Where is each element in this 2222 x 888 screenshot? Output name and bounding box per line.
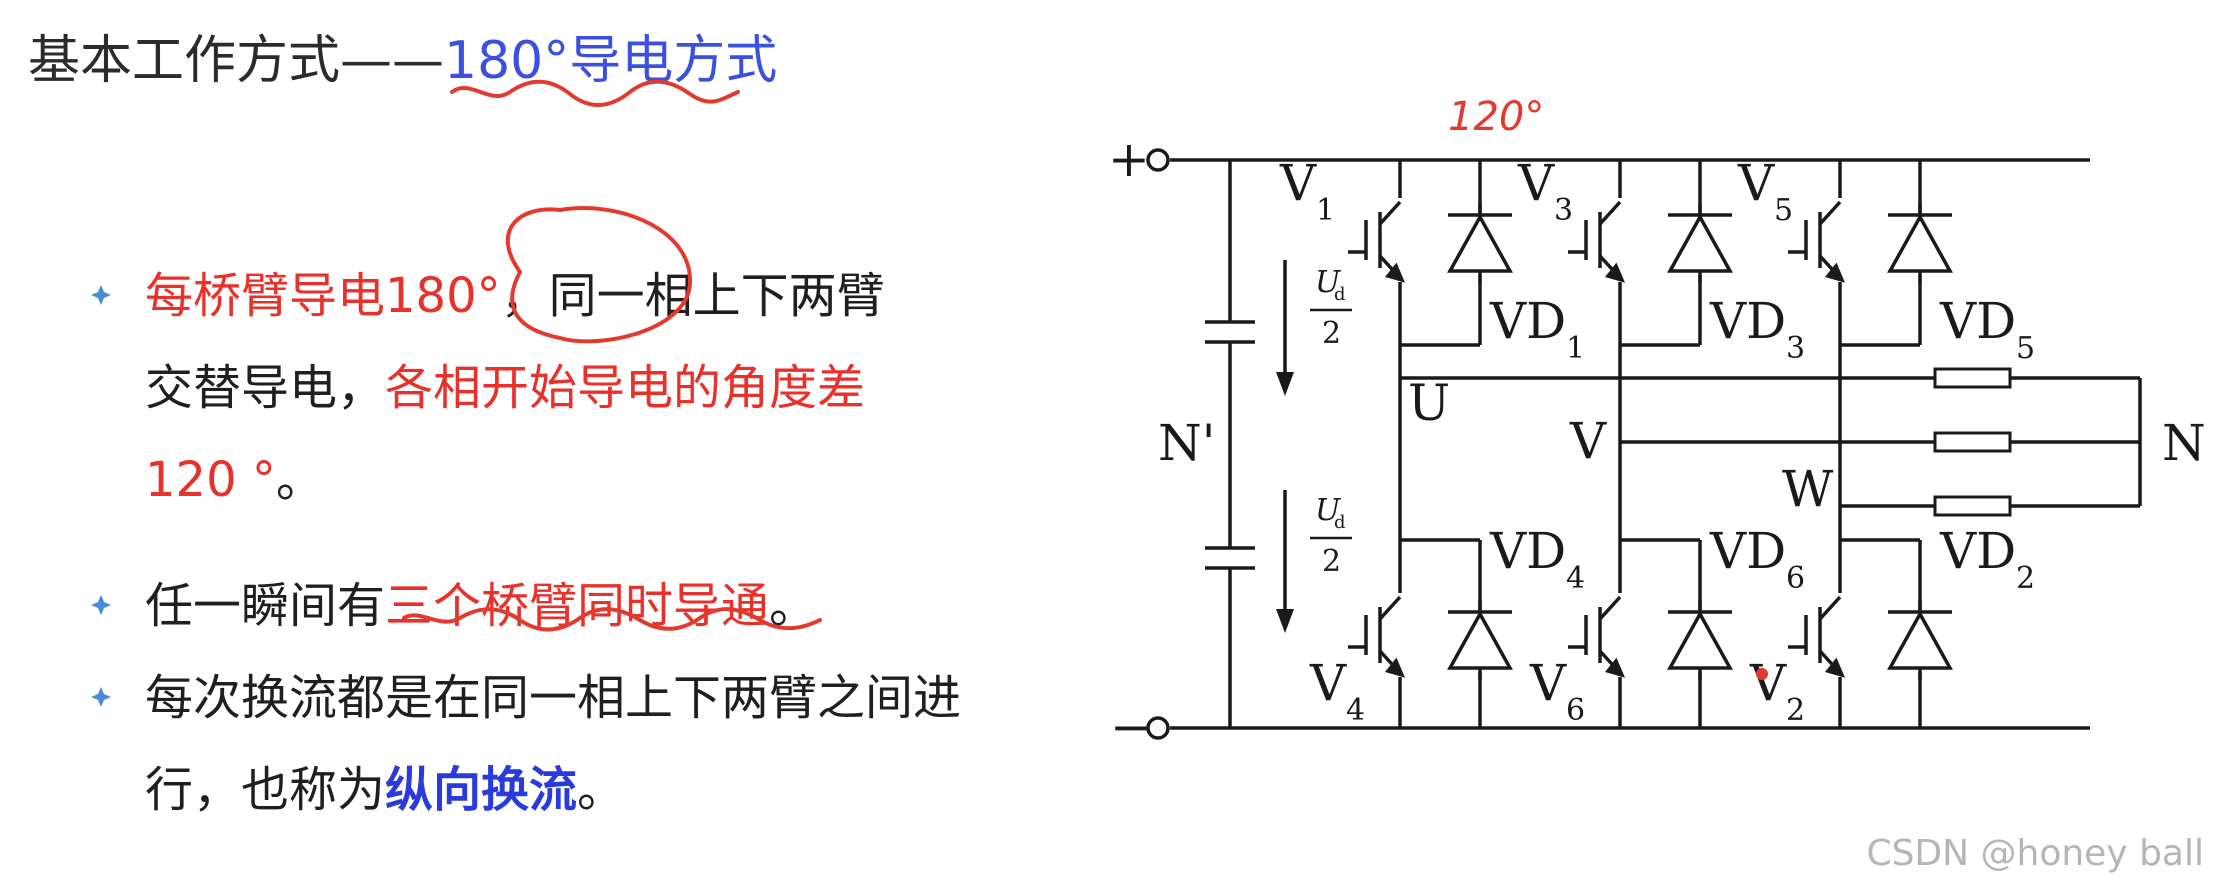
switch-subscript: 3	[1554, 193, 1573, 228]
bullet-item: 任一瞬间有三个桥臂同时导通。	[90, 560, 970, 652]
diode-labels: VD 1 VD 3 VD 5 VD 4 VD 6 VD 2	[1489, 292, 2035, 596]
load-resistor-v	[1933, 431, 2012, 453]
fraction-numerator: U	[1315, 265, 1342, 300]
diode-label: VD	[1489, 292, 1566, 350]
diode-subscript: 2	[2016, 561, 2035, 596]
diode-icon	[1666, 600, 1734, 680]
fraction-subscript: d	[1334, 512, 1346, 533]
fraction-numerator: U	[1315, 493, 1342, 528]
phase-u-label: U	[1408, 374, 1450, 432]
phase-w-label: W	[1782, 460, 1834, 518]
diode-subscript: 1	[1566, 331, 1585, 366]
igbt-switch-icon	[1788, 593, 1846, 678]
diode-icon	[1446, 600, 1514, 680]
fraction-denominator: 2	[1322, 544, 1341, 579]
bullet-text-segment: 纵向换流	[385, 762, 578, 818]
igbt-switch-icon	[1788, 198, 1846, 283]
arrow-down-icon	[1276, 609, 1294, 633]
igbt-switch-icon	[1348, 198, 1406, 283]
bullet-diamond-icon	[91, 285, 111, 305]
diode-label: VD	[1939, 522, 2016, 580]
positive-label: +	[1108, 130, 1150, 188]
igbt-switch-icon	[1568, 198, 1626, 283]
diode-subscript: 6	[1786, 561, 1805, 596]
half-voltage-upper: U d 2	[1310, 265, 1352, 351]
bullet-text-segment: 三个桥臂同时导通	[385, 578, 770, 634]
bullet-text-segment: 每次换流都是在同一相上下两臂之间进行，也称为	[145, 670, 962, 818]
diode-layer	[1446, 203, 1954, 680]
negative-terminal	[1146, 716, 1170, 740]
inverter-circuit-diagram: U d 2 U d 2 + − N' N U V W V 1 V 3 V 5 V…	[1108, 130, 2206, 756]
bullet-text-segment: 各相开始导电的角度差120 °	[145, 360, 866, 508]
switch-subscript: 1	[1316, 193, 1335, 228]
switch-layer	[1348, 198, 1846, 678]
title-emphasis: 180°导电方式	[444, 31, 778, 91]
bullet-text-segment: 每桥臂导电180°	[145, 268, 501, 324]
switch-label: V	[1737, 154, 1775, 212]
diode-icon	[1446, 203, 1514, 283]
switch-label: V	[1517, 154, 1555, 212]
bullet-diamond-icon	[91, 687, 111, 707]
switch-subscript: 6	[1566, 693, 1585, 728]
switch-label: V	[1309, 654, 1347, 712]
bullet-text-segment: 。	[769, 578, 818, 634]
diode-icon	[1666, 203, 1734, 283]
title-prefix: 基本工作方式——	[28, 31, 445, 91]
bullet-text-segment: 。	[577, 762, 626, 818]
igbt-switch-icon	[1348, 593, 1406, 678]
switch-labels: V 1 V 3 V 5 V 4 V 6 V 2	[1279, 154, 1805, 728]
switch-label: V	[1749, 654, 1787, 712]
neutral-label: N	[2162, 414, 2206, 472]
diode-label: VD	[1489, 522, 1566, 580]
fraction-subscript: d	[1334, 284, 1346, 305]
load-resistor-u	[1933, 367, 2012, 389]
diode-label: VD	[1709, 522, 1786, 580]
bullet-item: 每次换流都是在同一相上下两臂之间进行，也称为纵向换流。	[90, 652, 975, 836]
switch-label: V	[1529, 654, 1567, 712]
half-voltage-lower: U d 2	[1310, 493, 1352, 579]
switch-subscript: 2	[1786, 693, 1805, 728]
neutral-prime-label: N'	[1158, 414, 1216, 472]
diode-subscript: 5	[2016, 331, 2035, 366]
diode-icon	[1886, 203, 1954, 283]
watermark: CSDN @honey ball	[1866, 833, 2204, 874]
switch-subscript: 5	[1774, 193, 1793, 228]
arrow-down-icon	[1276, 372, 1294, 396]
load-resistor-w	[1933, 495, 2012, 517]
fraction-denominator: 2	[1322, 316, 1341, 351]
switch-label: V	[1279, 154, 1317, 212]
diode-subscript: 4	[1566, 561, 1585, 596]
bullet-text-segment: 任一瞬间有	[145, 578, 386, 634]
diode-label: VD	[1939, 292, 2016, 350]
diode-icon	[1886, 600, 1954, 680]
slide-title: 基本工作方式——180°导电方式	[28, 18, 777, 93]
bullet-list: 每桥臂导电180°，同一相上下两臂交替导电，各相开始导电的角度差120 °。 任…	[90, 250, 970, 836]
negative-label: −	[1110, 698, 1152, 756]
positive-terminal	[1146, 148, 1170, 172]
phase-v-label: V	[1569, 412, 1607, 470]
bullet-item: 每桥臂导电180°，同一相上下两臂交替导电，各相开始导电的角度差120 °。	[90, 250, 905, 526]
switch-subscript: 4	[1346, 693, 1365, 728]
diode-label: VD	[1709, 292, 1786, 350]
diode-subscript: 3	[1786, 331, 1805, 366]
igbt-switch-icon	[1568, 593, 1626, 678]
bullet-diamond-icon	[91, 595, 111, 615]
bullet-text-segment: 。	[275, 452, 324, 508]
